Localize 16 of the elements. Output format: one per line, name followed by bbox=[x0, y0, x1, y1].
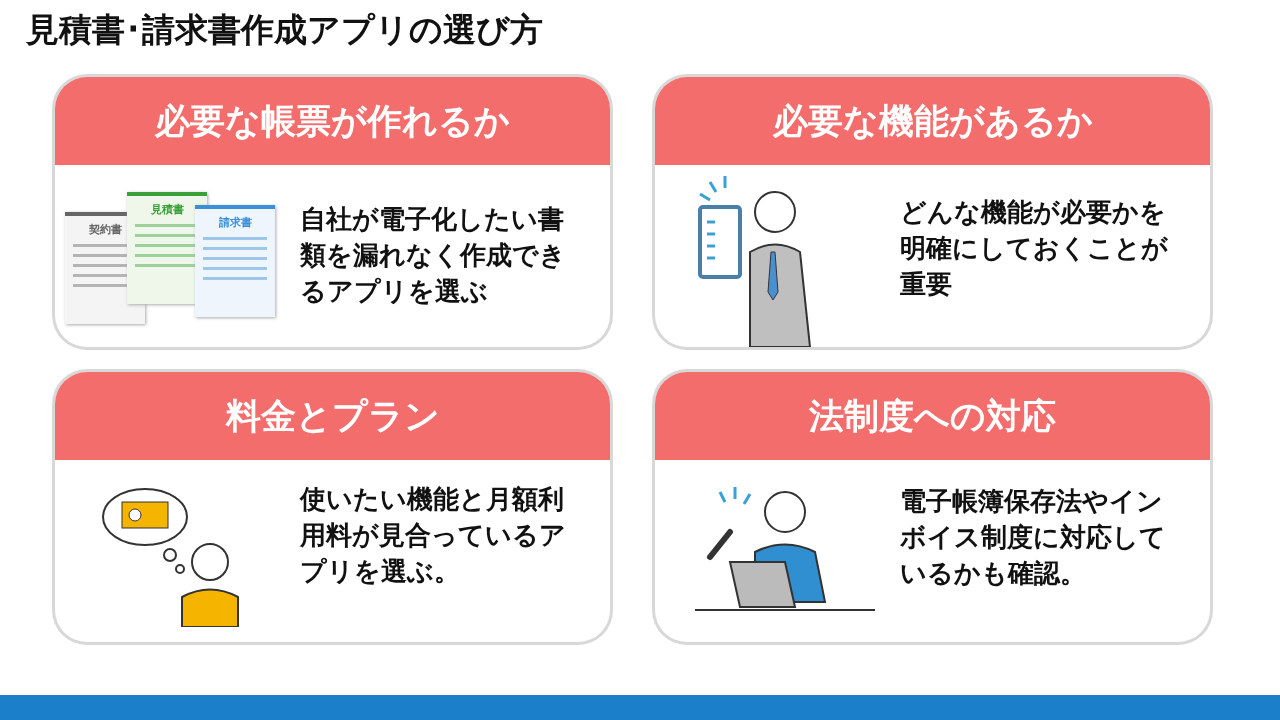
card-text: 自社が電子化したい書類を漏れなく作成できるアプリを選ぶ bbox=[300, 203, 567, 308]
card-text: 使いたい機能と月額利用料が見合っているアプリを選ぶ。 bbox=[300, 483, 567, 588]
card bbox=[655, 77, 1210, 347]
document-title: 見積書 bbox=[149, 202, 185, 217]
card-text: どんな機能が必要かを明確にしておくことが重要 bbox=[900, 196, 1169, 301]
page-title: 見積書･請求書作成アプリの選び方 bbox=[26, 9, 543, 51]
card-heading: 必要な帳票が作れるか bbox=[55, 77, 610, 165]
card-heading: 法制度への対応 bbox=[655, 372, 1210, 460]
card bbox=[55, 77, 610, 347]
card-heading: 料金とプラン bbox=[55, 372, 610, 460]
document-title: 請求書 bbox=[217, 215, 253, 230]
card-heading: 必要な機能があるか bbox=[655, 77, 1210, 165]
document-title: 契約書 bbox=[87, 222, 123, 237]
card bbox=[55, 372, 610, 642]
card-text: 電子帳簿保存法やインボイス制度に対応しているかも確認。 bbox=[900, 485, 1167, 590]
card bbox=[655, 372, 1210, 642]
